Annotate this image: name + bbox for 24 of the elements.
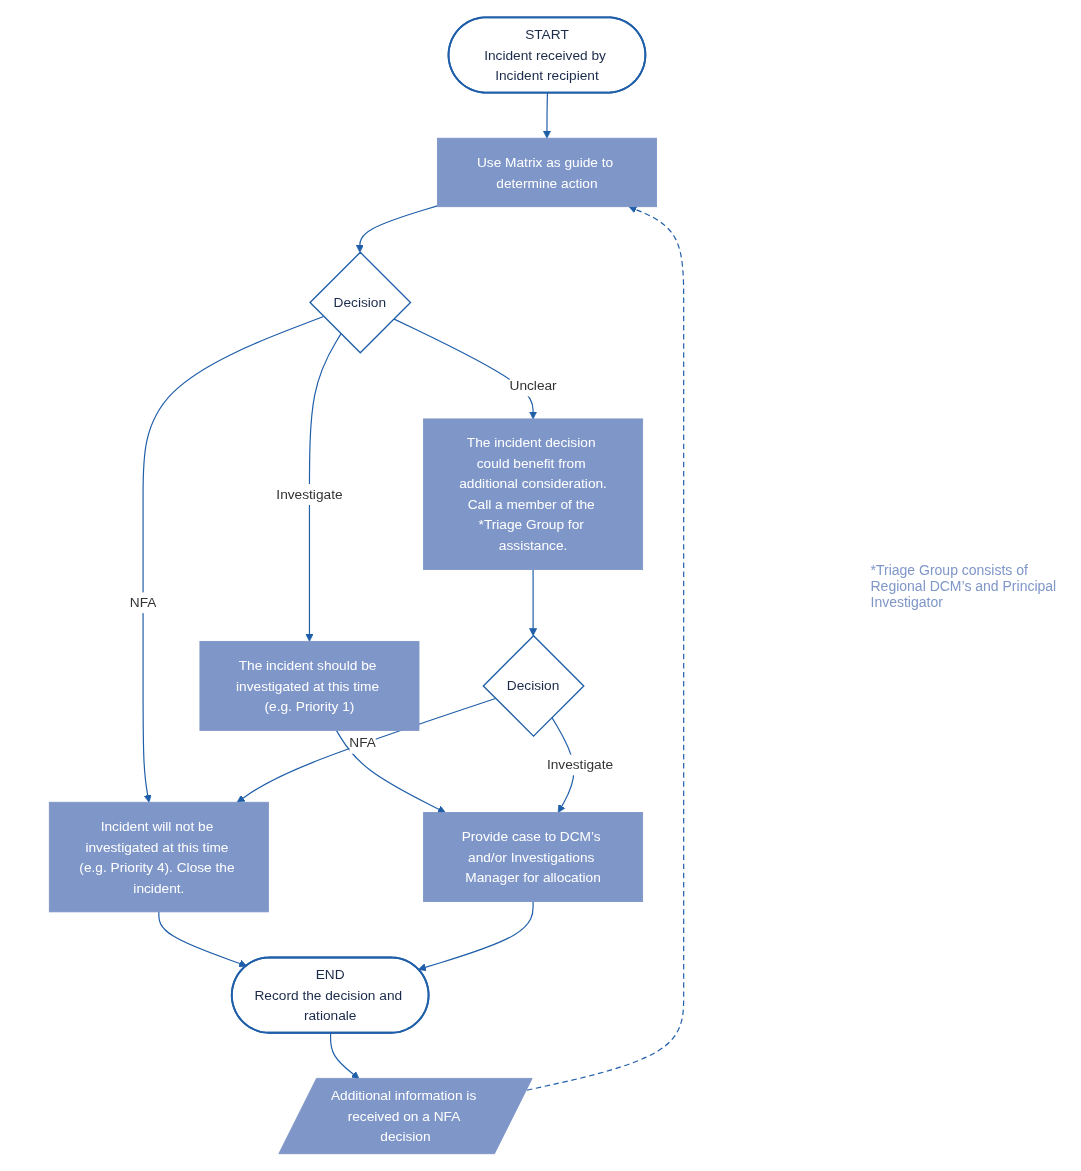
arrow	[417, 900, 534, 972]
node-box: The incident should be investigated at this time (e.g. Priority 1)	[198, 640, 419, 731]
arrow	[525, 205, 684, 1091]
edge-label: Investigate	[275, 485, 343, 502]
node-box: Use Matrix as guide to determine action	[436, 137, 657, 208]
node-box: Provide case to DCM’s and/or Investigations Manager for allocation	[422, 812, 643, 902]
arrow	[335, 729, 446, 813]
arrow	[141, 315, 324, 803]
arrow	[304, 333, 341, 642]
arrow	[329, 1032, 359, 1080]
node-diamond: Decision	[308, 251, 411, 354]
arrow	[355, 205, 438, 253]
node-box: Incident will not be investigated at this time (e.g. Priority 4). Close the incident.	[48, 801, 269, 913]
arrow	[528, 568, 537, 637]
arrow	[236, 697, 496, 803]
edge-label: Unclear	[509, 377, 557, 393]
arrow	[542, 92, 551, 139]
edge-label: NFA	[348, 734, 376, 751]
note-text: *Triage Group consists of Regional DCM’s and Principal Investigator	[870, 561, 1058, 610]
edge-label: NFA	[129, 594, 156, 610]
arrow	[157, 911, 247, 968]
node-box: The incident decision could benefit from additional consideration. Call a member of the *Triage Group for assistance.	[422, 418, 643, 570]
node-diamond: Decision	[481, 634, 585, 738]
edge-label: Investigate	[546, 756, 613, 772]
